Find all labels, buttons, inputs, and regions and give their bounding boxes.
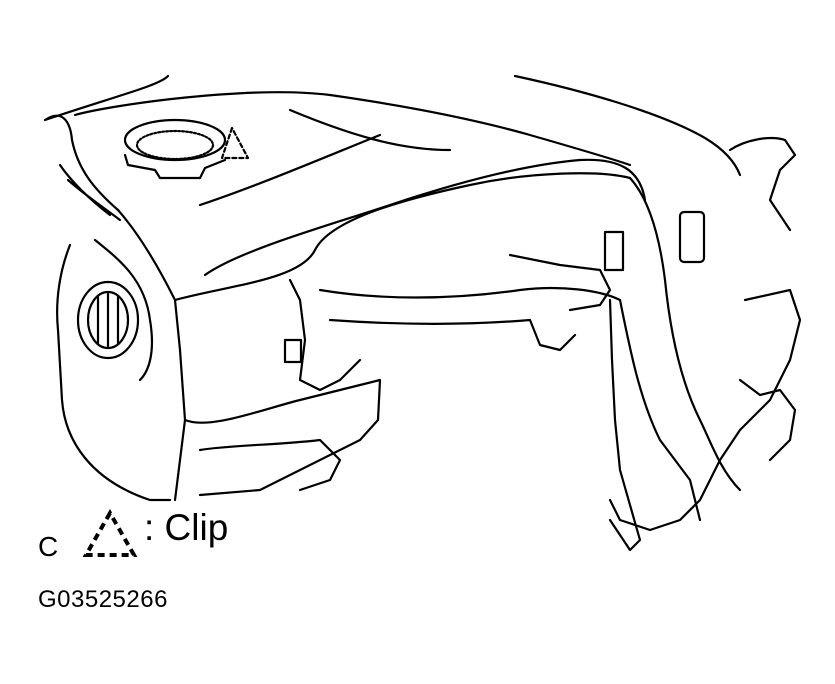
defroster-grille-inner — [135, 129, 215, 161]
side-vent — [76, 280, 140, 360]
clip-marker-top — [220, 126, 250, 160]
lower-frame-box — [198, 438, 342, 492]
dashboard-crease-1 — [198, 133, 382, 207]
center-rail-lower — [328, 318, 577, 352]
center-rail — [318, 286, 622, 302]
right-panel-front — [728, 136, 797, 232]
defroster-grille — [123, 118, 227, 162]
dashed-triangle-clip-icon — [82, 509, 138, 557]
legend-letter: C — [38, 531, 59, 562]
dashboard-top-edge — [43, 74, 170, 212]
dashboard-crease-2 — [288, 108, 452, 152]
dashboard-front-curve — [203, 158, 647, 277]
right-lower-frame — [608, 288, 802, 532]
dashboard-top-surface — [73, 91, 632, 167]
lower-frame-bracket — [288, 278, 362, 392]
side-vent-inner — [86, 290, 130, 350]
right-panel-outline — [628, 176, 742, 492]
side-panel-outline — [56, 243, 172, 502]
figure-id: G03525266 — [38, 586, 168, 613]
center-clip — [603, 230, 625, 272]
right-switch — [678, 210, 706, 264]
lower-frame-left — [183, 378, 382, 497]
dashboard-left-end — [116, 208, 187, 502]
dashboard-lip — [173, 172, 632, 302]
center-bracket — [508, 253, 612, 312]
right-strut — [608, 298, 642, 552]
dashboard-left-fold — [58, 163, 122, 222]
defroster-mount — [123, 153, 227, 180]
side-panel-inner — [93, 238, 154, 382]
frame-tab — [283, 338, 303, 364]
right-lower-bracket — [738, 378, 797, 462]
dashboard-top-rear — [513, 74, 742, 177]
right-panel-inner — [618, 298, 702, 522]
legend-label: : Clip — [144, 507, 229, 548]
